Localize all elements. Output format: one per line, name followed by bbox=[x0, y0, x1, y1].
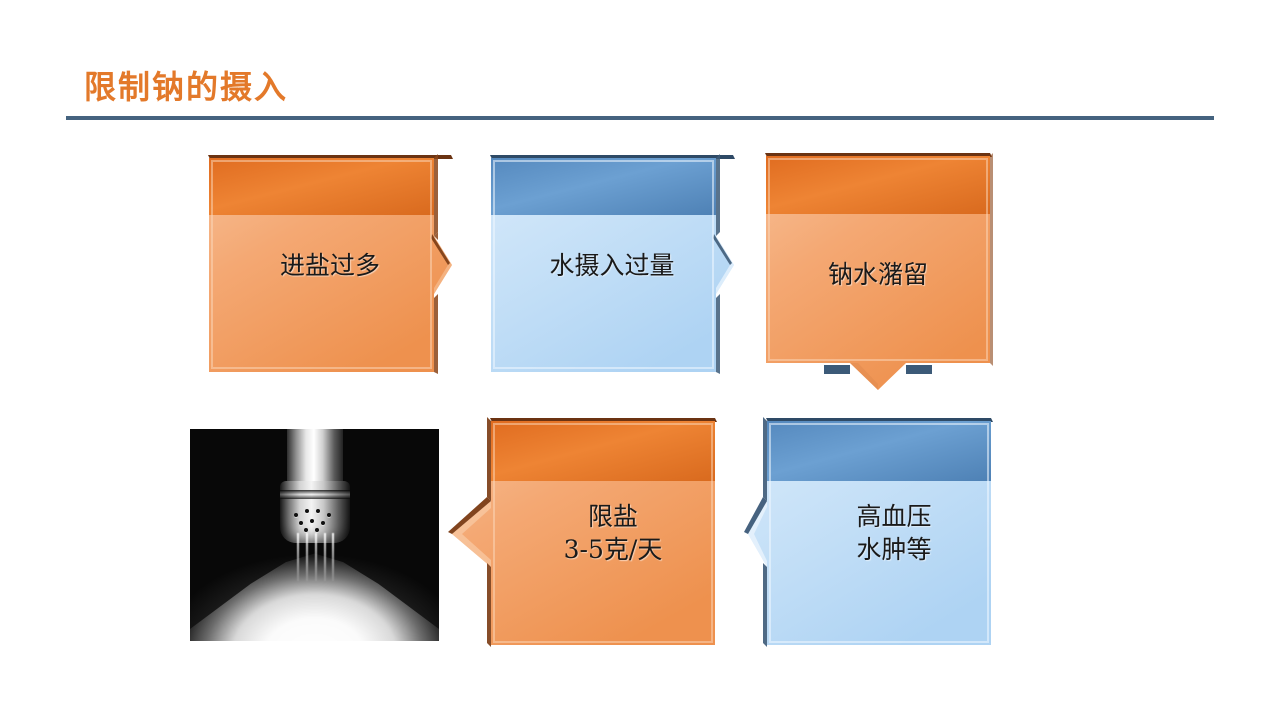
shaker-holes bbox=[292, 509, 338, 532]
process-node-4-shape bbox=[744, 417, 993, 647]
title-divider bbox=[66, 116, 1214, 120]
process-node-1[interactable]: 进盐过多 bbox=[205, 152, 455, 378]
falling-salt-streams bbox=[289, 533, 341, 585]
shaker-glass-body bbox=[286, 429, 343, 487]
process-node-2-shape bbox=[490, 154, 735, 374]
process-node-5[interactable]: 限盐 3-5克/天 bbox=[440, 415, 718, 651]
shaker-metal-cap bbox=[279, 481, 350, 543]
process-node-3[interactable]: 钠水潴留 bbox=[762, 150, 994, 398]
salt-shaker-photo bbox=[190, 429, 439, 641]
process-node-2[interactable]: 水摄入过量 bbox=[487, 152, 737, 378]
process-node-5-shape bbox=[448, 417, 717, 647]
process-node-4[interactable]: 高血压 水肿等 bbox=[726, 415, 994, 651]
page-title: 限制钠的摄入 bbox=[84, 68, 289, 106]
process-node-1-shape bbox=[208, 154, 453, 374]
process-node-3-shape bbox=[765, 153, 993, 390]
